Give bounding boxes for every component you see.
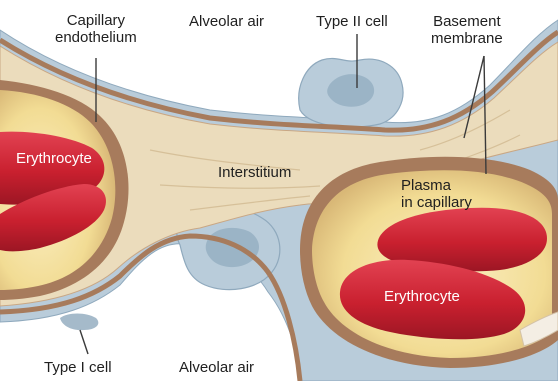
leader-type-i-cell <box>80 330 88 354</box>
label-capillary-endothelium: Capillary endothelium <box>55 12 137 46</box>
label-erythrocyte-right: Erythrocyte <box>384 288 460 305</box>
label-alveolar-air-bottom: Alveolar air <box>179 359 254 376</box>
label-type-i-cell: Type I cell <box>44 359 112 376</box>
label-type-ii-cell: Type II cell <box>316 13 388 30</box>
label-interstitium: Interstitium <box>218 164 291 181</box>
label-basement-membrane: Basement membrane <box>431 13 503 47</box>
label-alveolar-air-top: Alveolar air <box>189 13 264 30</box>
label-plasma-in-capillary: Plasma in capillary <box>401 177 472 211</box>
type-i-cell-shape <box>60 314 98 331</box>
label-erythrocyte-left: Erythrocyte <box>16 150 92 167</box>
